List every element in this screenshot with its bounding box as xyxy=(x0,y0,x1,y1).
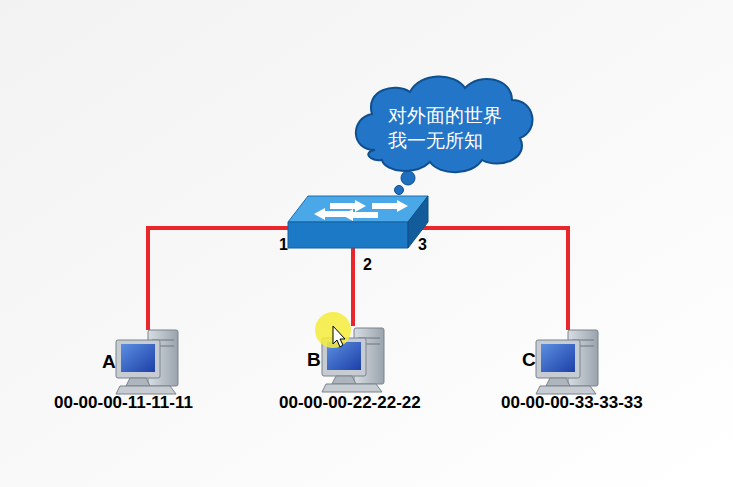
port-number: 1 xyxy=(279,236,288,254)
switch xyxy=(288,196,428,248)
host-letter: A xyxy=(102,351,116,373)
thought-bubble xyxy=(395,171,416,195)
computer xyxy=(116,330,178,394)
computer-node: B 00-00-00-22-22-22 xyxy=(240,345,460,425)
computer-node: A 00-00-00-11-11-11 xyxy=(15,345,235,425)
cloud xyxy=(356,76,533,172)
computer-node: C 00-00-00-33-33-33 xyxy=(460,345,680,425)
cloud-node: 对外面的世界 我一无所知 xyxy=(355,80,535,172)
mac-address: 00-00-00-33-33-33 xyxy=(501,393,643,413)
host-letter: C xyxy=(522,349,536,371)
port-number: 3 xyxy=(418,236,427,254)
cursor xyxy=(333,326,345,347)
mac-address: 00-00-00-22-22-22 xyxy=(279,393,421,413)
port-number: 2 xyxy=(363,256,372,274)
thought-text: 对外面的世界 我一无所知 xyxy=(388,103,506,153)
host-letter: B xyxy=(307,349,321,371)
mac-address: 00-00-00-11-11-11 xyxy=(54,393,193,413)
computer xyxy=(536,330,598,394)
cursor-highlight xyxy=(315,312,351,348)
